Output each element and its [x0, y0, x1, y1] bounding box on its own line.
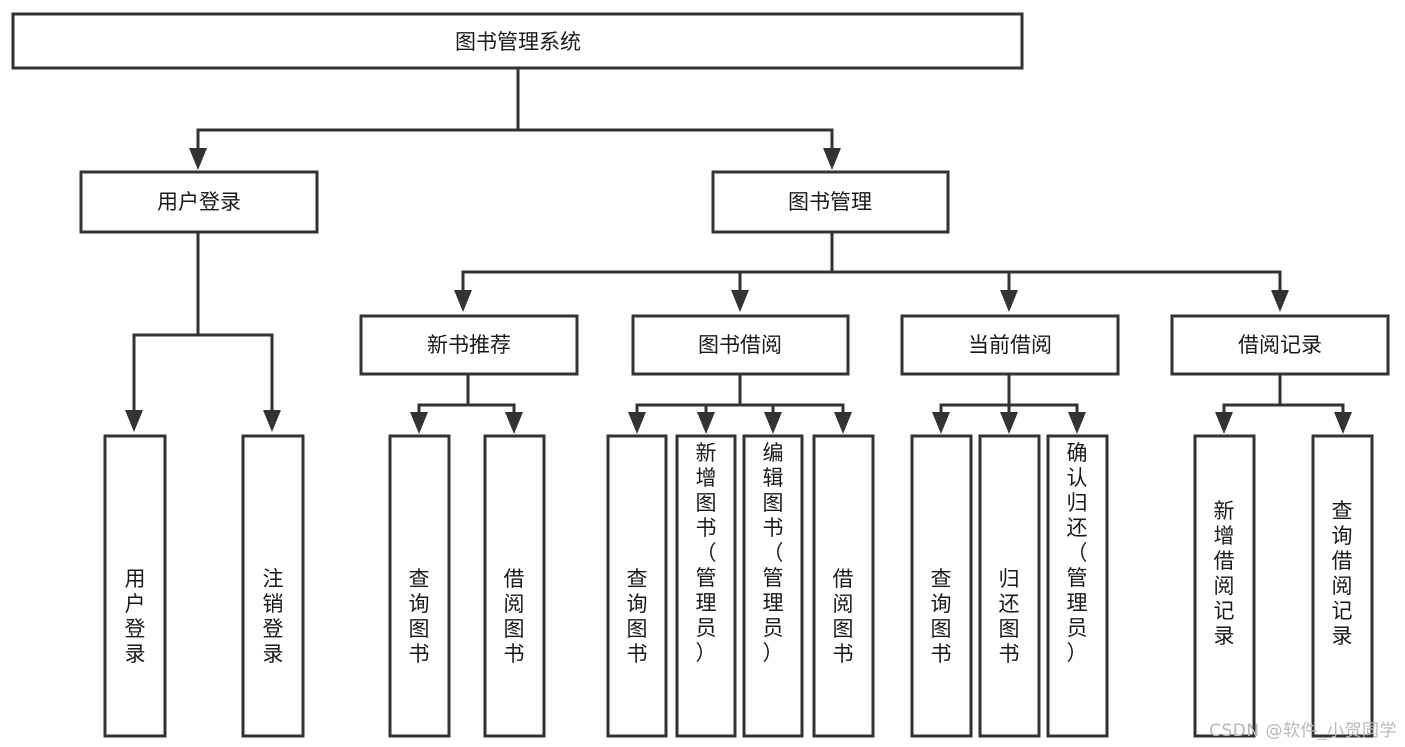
node-leaf-add-book-box[interactable] [675, 434, 737, 738]
connector-group [125, 66, 1352, 434]
csdn-watermark: CSDN @软件_小贺同学 [1209, 721, 1397, 741]
node-leaf-return-book[interactable]: 归还图书 [978, 434, 1041, 738]
node-bookmgmt-box[interactable] [711, 170, 950, 234]
node-leaf-query-book-2[interactable]: 查询图书 [606, 434, 668, 738]
arrow-to-leaf-query-book-1 [410, 412, 428, 434]
arrow-to-leaf-query-book-2 [628, 412, 646, 434]
node-leaf-borrow-book-1-box[interactable] [483, 434, 546, 738]
arrow-to-leaf-user-login [125, 410, 143, 432]
node-leaf-add-record[interactable]: 新增借阅记录 [1193, 434, 1256, 738]
node-leaf-return-book-label: 归还图书 [999, 567, 1020, 666]
node-borrow-label: 图书借阅 [698, 333, 782, 357]
node-leaf-borrow-book-1[interactable]: 借阅图书 [483, 434, 546, 738]
node-leaf-confirm-return-box[interactable] [1046, 434, 1109, 738]
arrow-to-current [1000, 290, 1018, 312]
node-leaf-query-book-1-label: 查询图书 [409, 567, 430, 666]
node-current-label: 当前借阅 [968, 333, 1052, 357]
node-records[interactable]: 借阅记录 [1170, 314, 1390, 376]
arrow-to-bookmgmt [823, 148, 841, 170]
node-newbook-label: 新书推荐 [427, 333, 511, 357]
node-newbook[interactable]: 新书推荐 [359, 314, 579, 376]
node-leaf-query-book-3[interactable]: 查询图书 [910, 434, 973, 738]
node-leaf-user-logout[interactable]: 注销登录 [241, 434, 305, 738]
node-leaf-query-record-box[interactable] [1311, 434, 1374, 738]
node-login-label: 用户登录 [157, 190, 241, 214]
node-leaf-user-logout-label: 注销登录 [263, 567, 284, 666]
node-leaf-borrow-book-1-label: 借阅图书 [504, 567, 525, 666]
arrow-to-newbook [454, 290, 472, 312]
arrow-to-leaf-add-record [1215, 412, 1233, 434]
node-leaf-borrow-book-2-box[interactable] [812, 434, 875, 738]
node-leaf-edit-book-box[interactable] [742, 434, 804, 738]
node-leaf-query-book-2-label: 查询图书 [627, 567, 648, 666]
arrow-to-leaf-return-book [1000, 412, 1018, 434]
node-leaf-confirm-return[interactable]: 确认归还（管理员） [1046, 434, 1109, 738]
arrow-to-borrow [731, 290, 749, 312]
node-leaf-return-book-box[interactable] [978, 434, 1041, 738]
node-records-label: 借阅记录 [1238, 333, 1322, 357]
node-leaf-borrow-book-2-label: 借阅图书 [833, 567, 854, 666]
arrow-to-leaf-add-book [697, 412, 715, 434]
node-leaf-add-record-box[interactable] [1193, 434, 1256, 738]
node-login[interactable]: 用户登录 [79, 170, 319, 234]
node-leaf-edit-book-label: 编辑图书（管理员） [763, 441, 784, 665]
arrow-to-records [1271, 290, 1289, 312]
arrow-to-leaf-user-logout [263, 410, 281, 432]
node-leaf-edit-book[interactable]: 编辑图书（管理员） [742, 434, 804, 738]
node-leaf-query-book-3-box[interactable] [910, 434, 973, 738]
node-bookmgmt[interactable]: 图书管理 [711, 170, 950, 234]
node-leaf-borrow-book-2[interactable]: 借阅图书 [812, 434, 875, 738]
node-current[interactable]: 当前借阅 [900, 314, 1120, 376]
node-leaf-user-login-label: 用户登录 [125, 567, 146, 666]
arrow-to-leaf-borrow-book-2 [834, 412, 852, 434]
node-newbook-box[interactable] [359, 314, 579, 376]
node-leaf-add-record-label: 新增借阅记录 [1214, 499, 1235, 648]
arrow-to-leaf-edit-book [764, 412, 782, 434]
node-leaf-user-logout-box[interactable] [241, 434, 305, 738]
node-bookmgmt-label: 图书管理 [788, 190, 872, 214]
arrow-to-leaf-borrow-book-1 [505, 412, 523, 434]
node-leaf-query-book-1-box[interactable] [388, 434, 451, 738]
node-records-box[interactable] [1170, 314, 1390, 376]
node-leaf-confirm-return-label: 确认归还（管理员） [1067, 441, 1088, 665]
node-leaf-add-book-label: 新增图书（管理员） [696, 441, 717, 665]
node-leaf-query-record-label: 查询借阅记录 [1332, 499, 1353, 648]
node-leaf-query-record[interactable]: 查询借阅记录 [1311, 434, 1374, 738]
node-leaf-user-login[interactable]: 用户登录 [103, 434, 167, 738]
node-borrow-box[interactable] [631, 314, 850, 376]
arrow-to-leaf-query-record [1334, 412, 1352, 434]
node-leaf-query-book-2-box[interactable] [606, 434, 668, 738]
node-root-label: 图书管理系统 [455, 30, 581, 54]
node-current-box[interactable] [900, 314, 1120, 376]
node-leaf-add-book[interactable]: 新增图书（管理员） [675, 434, 737, 738]
node-login-box[interactable] [79, 170, 319, 234]
node-leaf-query-book-3-label: 查询图书 [931, 567, 952, 666]
arrow-to-leaf-query-book-3 [932, 412, 950, 434]
node-root-box[interactable] [11, 12, 1024, 70]
node-leaf-user-login-box[interactable] [103, 434, 167, 738]
node-leaf-query-book-1[interactable]: 查询图书 [388, 434, 451, 738]
arrow-to-login [189, 148, 207, 170]
node-root[interactable]: 图书管理系统 [11, 12, 1024, 70]
arrow-to-leaf-confirm-return [1068, 412, 1086, 434]
node-borrow[interactable]: 图书借阅 [631, 314, 850, 376]
